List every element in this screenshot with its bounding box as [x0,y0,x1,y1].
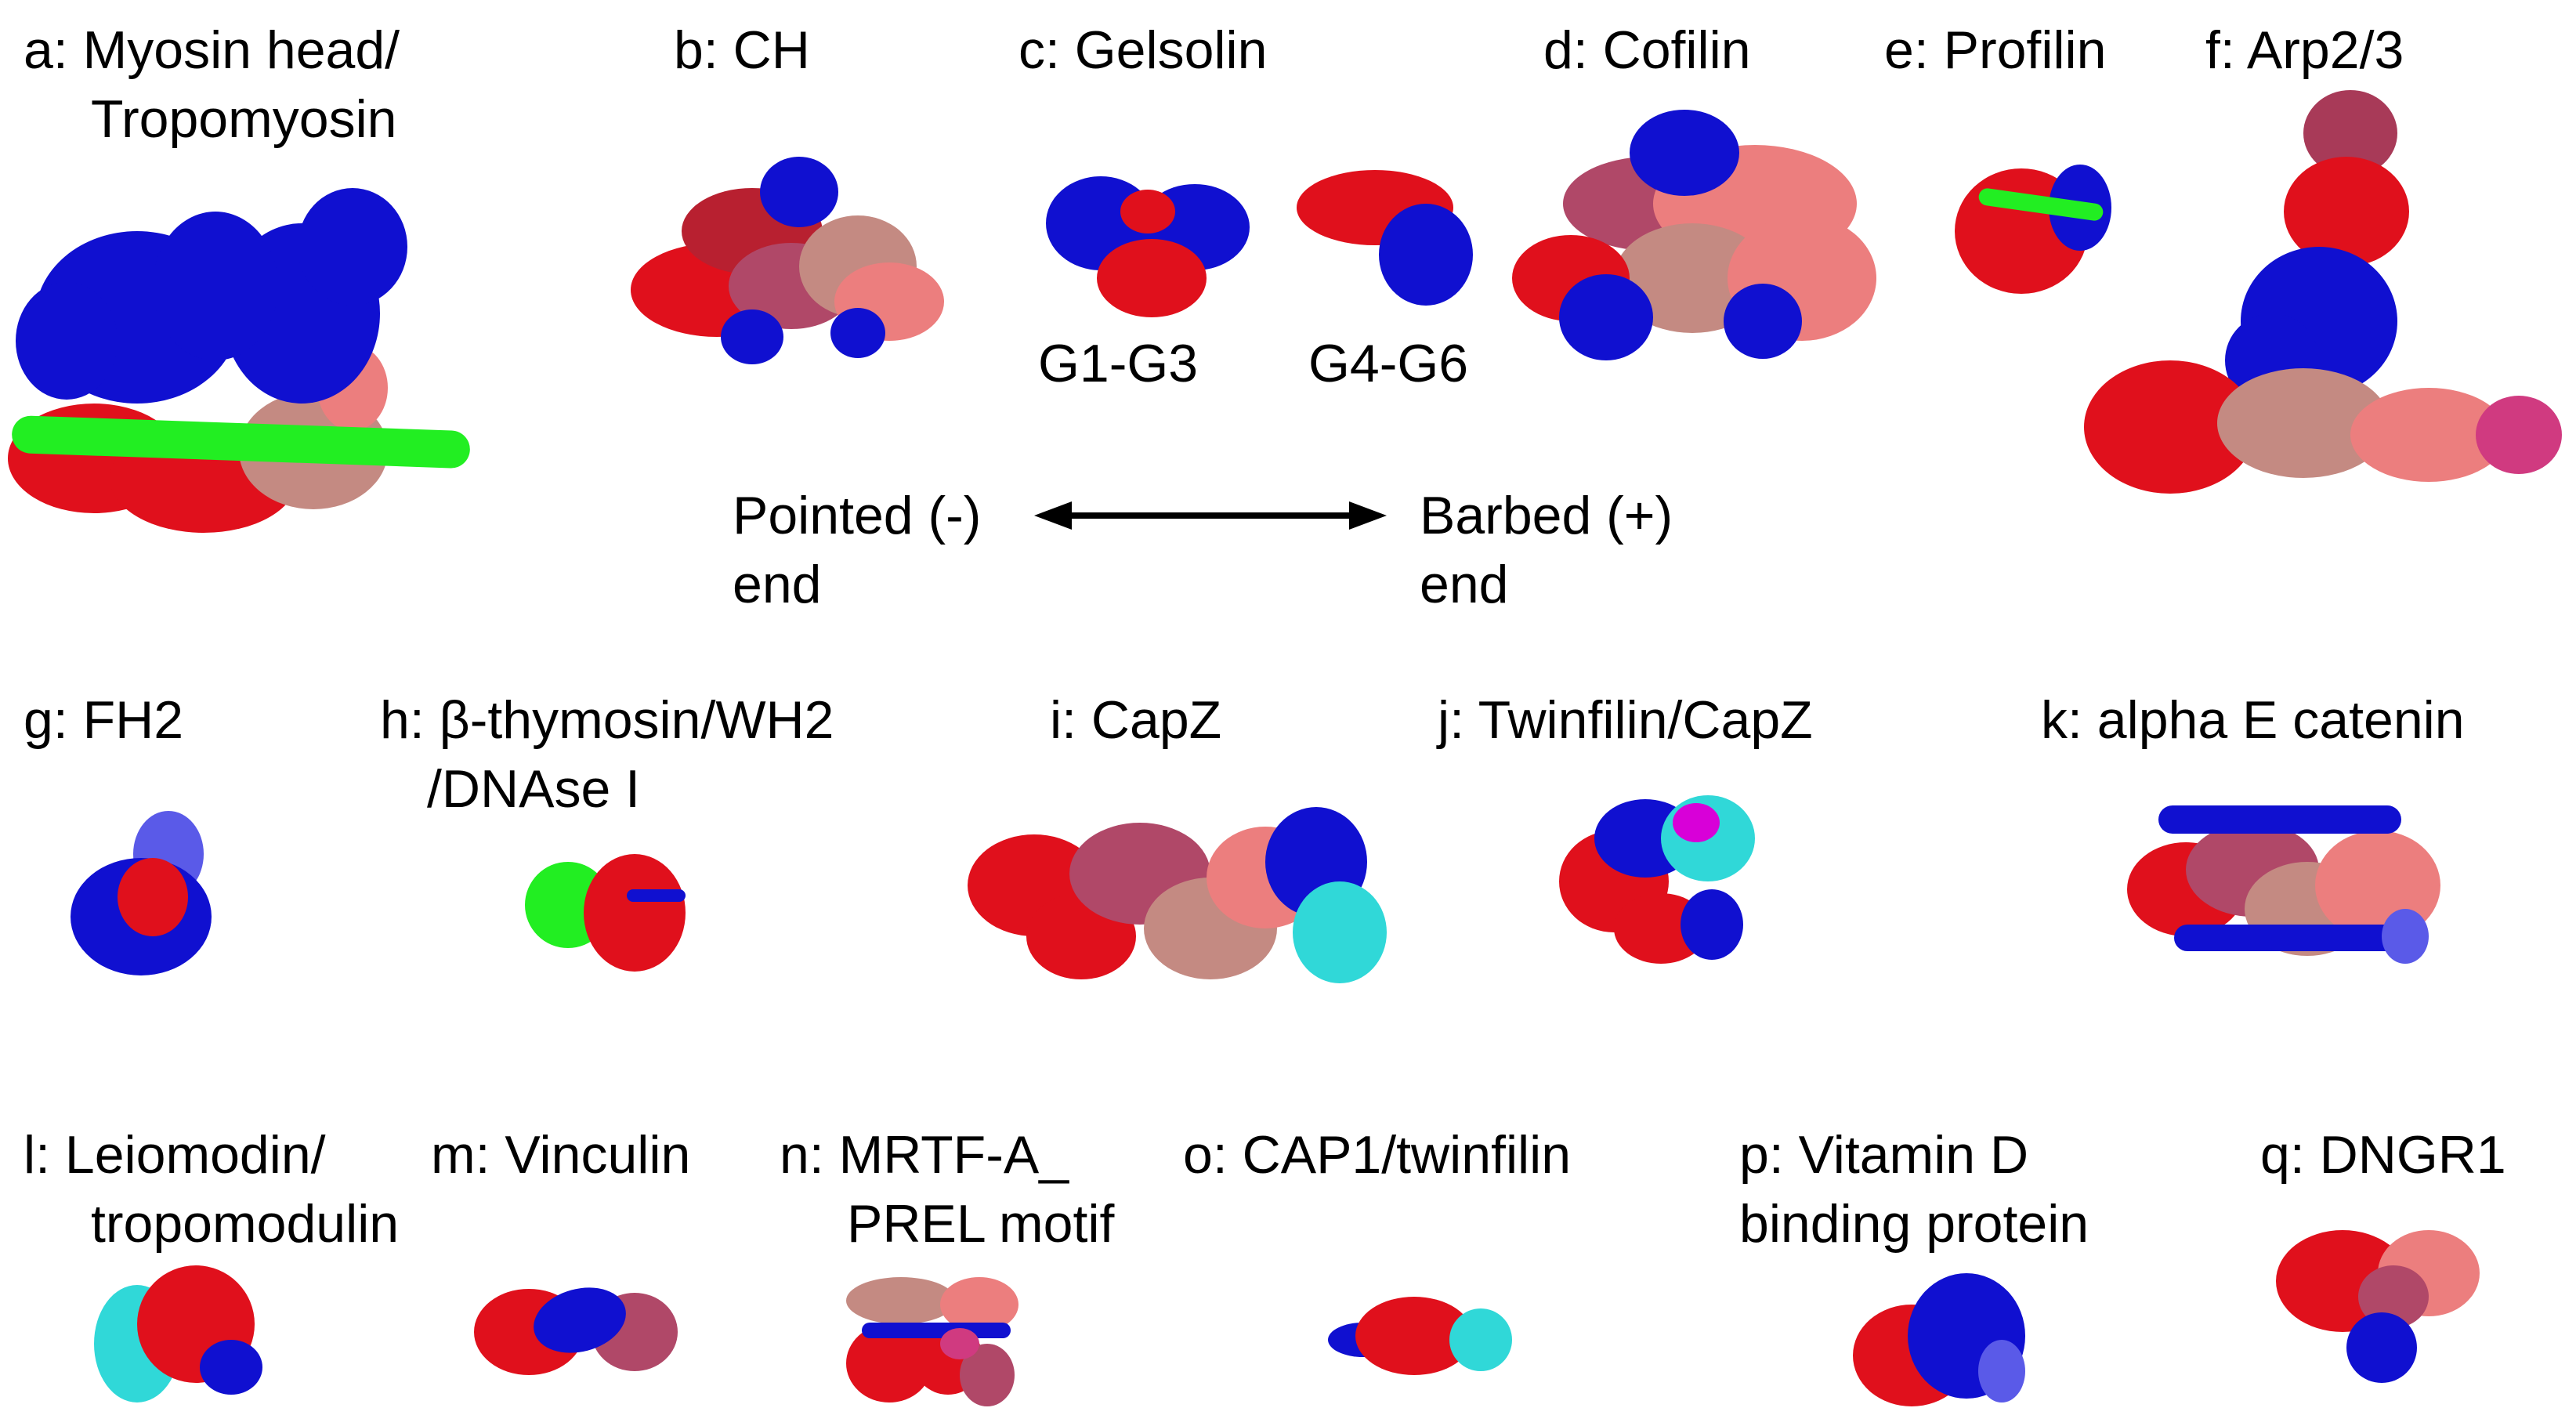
panel-f-structure [2084,86,2562,501]
panel-b-structure [631,157,944,368]
actin-subunit [940,1277,1018,1332]
arp-subunit [2284,157,2409,266]
actin-subunit [2217,368,2390,478]
panel-h-label: h: β-thymosin/WH2/DNAse I [380,690,834,819]
panel-c-label: c: Gelsolin [1018,20,1268,80]
prel-motif [940,1328,979,1359]
panel-g-label: g: FH2 [24,690,184,750]
panel-n-structure [846,1277,1022,1406]
panel-e-structure [1955,157,2119,298]
twinfilin [1449,1308,1512,1371]
panel-c-g1g3-structure [1046,172,1250,321]
actin-subunit [2358,1265,2429,1328]
polyproline-peptide [1978,188,2104,221]
actin-subunit [118,858,188,936]
panel-h-structure [525,850,686,975]
panel-f-label: f: Arp2/3 [2205,20,2404,80]
panel-c-sub-g1g3: G1-G3 [1038,334,1199,393]
panel-d-label: d: Cofilin [1543,20,1751,80]
panel-e-label: e: Profilin [1884,20,2107,80]
panel-n-label: n: MRTF-A_PREL motif [780,1125,1115,1254]
ch-domain [721,309,783,364]
wh2-helix [627,889,686,902]
panel-j-structure [1559,795,1778,968]
panel-j-label: j: Twinfilin/CapZ [1438,690,1813,750]
actin-subunit [2476,396,2562,474]
ch-domain [760,157,838,227]
panel-q-label: q: DNGR1 [2260,1125,2506,1185]
tropomyosin-strand [12,415,470,469]
actin-subunit [1097,239,1207,317]
pointed-end-label: Pointed (-)end [733,486,982,614]
cofilin [1559,274,1653,360]
panel-c-sub-g4g6: G4-G6 [1308,334,1469,393]
catenin-helix [2158,805,2401,834]
actin-subunit [584,854,686,972]
dngr1 [2346,1312,2417,1383]
capz-subunit [1293,881,1387,983]
cofilin [1724,284,1802,359]
actin-subunit [2084,360,2256,494]
actin-subunit [846,1324,932,1402]
panel-l-label: l: Leiomodin/tropomodulin [24,1125,400,1254]
panel-m-label: m: Vinculin [431,1125,691,1185]
panel-d-structure [1512,110,1876,380]
actin-subunit [960,1344,1015,1406]
panel-i-label: i: CapZ [1050,690,1222,750]
cofilin [1630,110,1739,196]
catenin-domain [2382,909,2429,964]
panel-c-g4g6-structure [1297,165,1477,309]
arp-subunit [2303,90,2397,176]
panel-g-structure [67,807,223,979]
panel-q-structure [2276,1222,2480,1383]
gelsolin-domain [1379,204,1473,306]
panel-o-structure [1328,1293,1512,1379]
panel-k-label: k: alpha E catenin [2041,690,2465,750]
panel-b-label: b: CH [674,20,810,80]
actin-subunit [1120,190,1175,233]
twinfilin-helix [1673,803,1720,842]
myosin-head [16,282,118,400]
leiomodin [200,1340,262,1395]
panel-m-structure [474,1269,678,1387]
capz-subunit [1681,889,1743,960]
actin-subunit [2350,388,2507,482]
myosin-head [298,188,407,306]
double-headed-arrow [1034,501,1387,530]
barbed-end-label: Barbed (+)end [1420,486,1673,614]
vinculin [534,1287,626,1353]
panel-o-label: o: CAP1/twinfilin [1183,1125,1572,1185]
panel-a-label: a: Myosin head/Tropomyosin [24,20,400,149]
panel-p-structure [1853,1269,2029,1410]
panel-i-structure [968,799,1387,987]
actin-subunit [1355,1297,1473,1375]
panel-a-structure [8,184,470,560]
myosin-head [153,212,278,360]
panel-k-structure [2127,799,2440,968]
actin-subunit [846,1277,956,1324]
vdbp [1978,1340,2025,1402]
mrtf-helix [862,1323,1011,1338]
catenin-helix [2174,925,2409,951]
panel-l-structure [94,1261,266,1410]
ch-domain [830,308,885,358]
